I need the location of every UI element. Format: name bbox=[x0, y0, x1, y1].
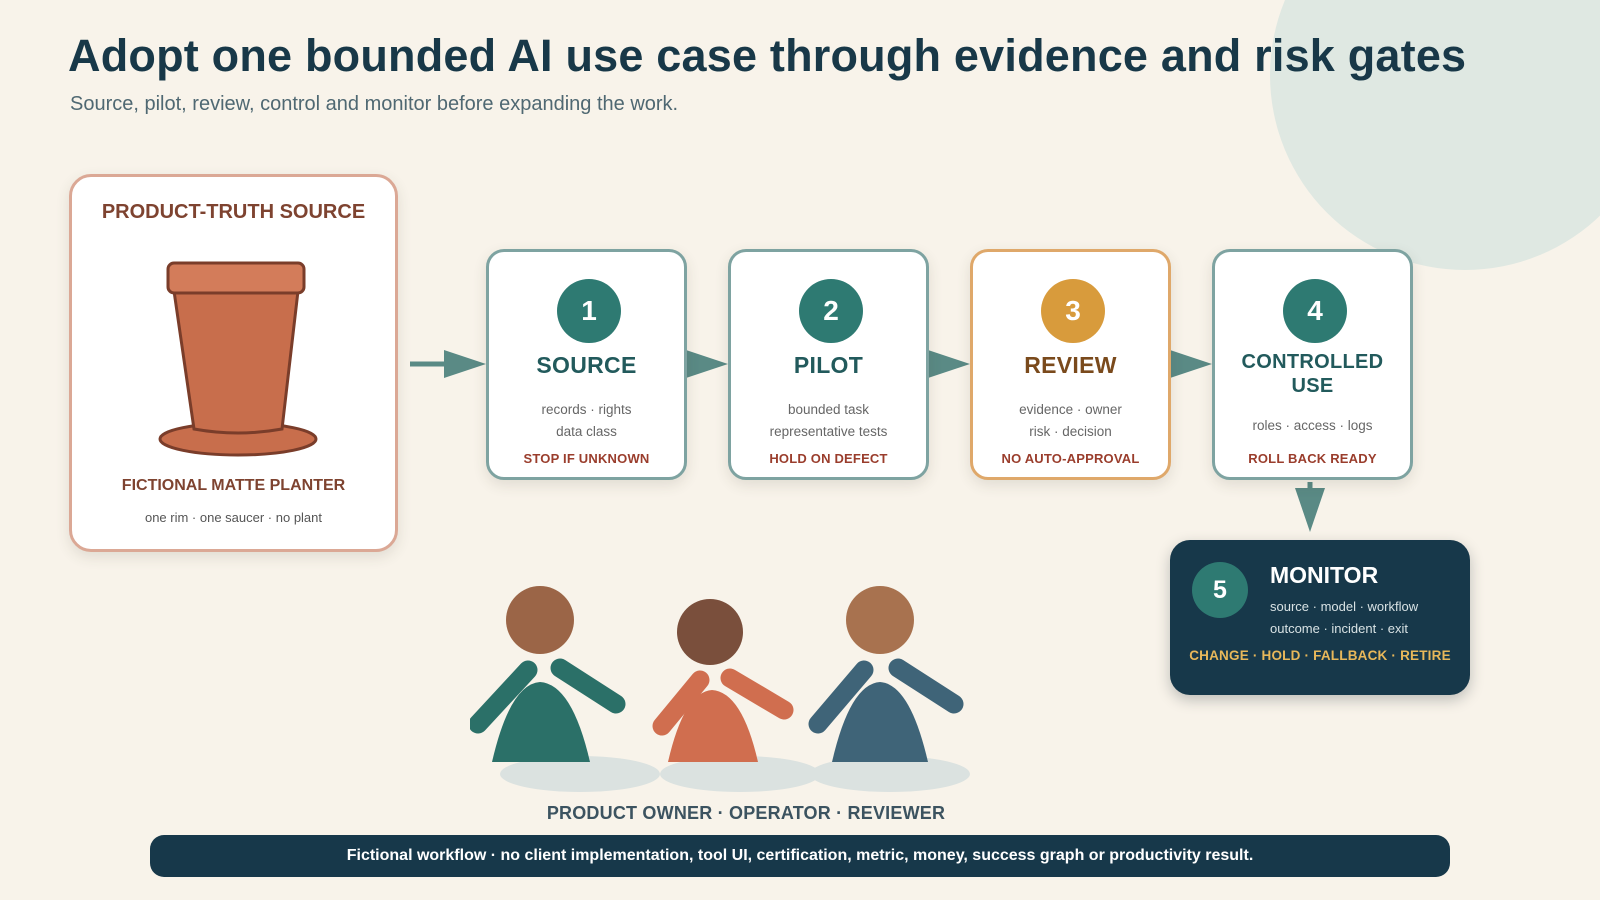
footer-disclaimer: Fictional workflow · no client implement… bbox=[150, 835, 1450, 877]
step-label-line: CONTROLLED bbox=[1241, 351, 1384, 373]
step-label-line: USE bbox=[1291, 375, 1334, 397]
person-product-owner-icon bbox=[470, 586, 660, 792]
arrow-head-1 bbox=[444, 350, 486, 378]
step-number-badge: 5 bbox=[1192, 562, 1248, 618]
step-detail: representative tests bbox=[769, 424, 888, 439]
step-label: REVIEW bbox=[1024, 352, 1117, 378]
person-operator-icon bbox=[652, 599, 820, 792]
planter-icon bbox=[158, 261, 318, 457]
step-detail: evidence · owner bbox=[1019, 402, 1122, 417]
step-detail: data class bbox=[556, 424, 617, 439]
step-number-badge: 1 bbox=[557, 279, 621, 343]
step-detail: risk · decision bbox=[1029, 424, 1112, 439]
step-label: PILOT bbox=[793, 352, 864, 378]
step-detail: bounded task bbox=[787, 402, 870, 417]
step-detail: records · rights bbox=[541, 402, 632, 417]
step-number-badge: 4 bbox=[1283, 279, 1347, 343]
arrow-head-monitor bbox=[1295, 488, 1325, 532]
step-label: CONTROLLED USE bbox=[1215, 350, 1410, 398]
monitor-detail: outcome · incident · exit bbox=[1270, 621, 1409, 636]
page-subtitle: Source, pilot, review, control and monit… bbox=[70, 93, 679, 115]
source-card-note: one rim · one saucer · no plant bbox=[144, 510, 323, 525]
step-gate: NO AUTO-APPROVAL bbox=[1001, 451, 1140, 466]
arrow-step-1-to-step-2 bbox=[686, 350, 728, 378]
product-truth-source-card: PRODUCT-TRUTH SOURCE FICTIONAL MATTE PLA… bbox=[69, 174, 398, 552]
monitor-actions: CHANGE · HOLD · FALLBACK · RETIRE bbox=[1189, 648, 1451, 663]
step-gate: ROLL BACK READY bbox=[1248, 451, 1377, 466]
footer-text: Fictional workflow · no client implement… bbox=[346, 847, 1254, 864]
step-monitor: 5 MONITOR source · model · workflow outc… bbox=[1170, 540, 1470, 695]
source-card-name: FICTIONAL MATTE PLANTER bbox=[121, 477, 346, 494]
step-gate: STOP IF UNKNOWN bbox=[523, 451, 650, 466]
team-illustration bbox=[470, 586, 970, 792]
monitor-detail: source · model · workflow bbox=[1270, 599, 1419, 614]
step-pilot: 2 PILOT bounded task representative test… bbox=[728, 249, 929, 480]
person-reviewer-icon bbox=[808, 586, 970, 792]
roles-caption: PRODUCT OWNER · OPERATOR · REVIEWER bbox=[546, 803, 946, 823]
step-source: 1 SOURCE records · rights data class STO… bbox=[486, 249, 687, 480]
step-controlled-use: 4 CONTROLLED USE roles · access · logs R… bbox=[1212, 249, 1413, 480]
step-gate: HOLD ON DEFECT bbox=[769, 451, 888, 466]
arrow-step-3-to-step-4 bbox=[1170, 350, 1212, 378]
step-detail: roles · access · logs bbox=[1252, 418, 1373, 433]
step-label: SOURCE bbox=[536, 352, 637, 378]
monitor-label: MONITOR bbox=[1270, 562, 1379, 588]
step-number-badge: 2 bbox=[799, 279, 863, 343]
arrow-step-2-to-step-3 bbox=[928, 350, 970, 378]
step-review: 3 REVIEW evidence · owner risk · decisio… bbox=[970, 249, 1171, 480]
page-title: Adopt one bounded AI use case through ev… bbox=[68, 30, 1467, 81]
step-number-badge: 3 bbox=[1041, 279, 1105, 343]
source-card-heading: PRODUCT-TRUTH SOURCE bbox=[101, 201, 366, 223]
